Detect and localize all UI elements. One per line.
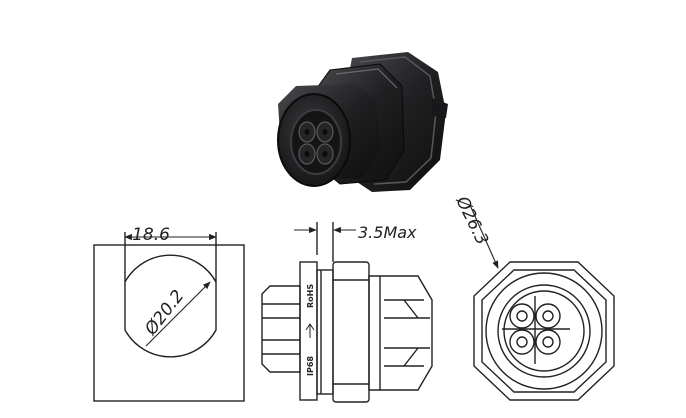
rear-view [469, 204, 615, 401]
ip68-marking: IP68 [306, 356, 315, 376]
arrow-marking [305, 323, 315, 338]
connector-photo [277, 52, 448, 192]
rohs-marking: RoHS [306, 284, 315, 308]
bore-diameter-label: Ø20.2 [141, 286, 189, 339]
protrusion-dimension-label: 3.5Max [358, 223, 417, 242]
front-view [93, 232, 245, 402]
side-view [261, 222, 433, 403]
width-dimension-label: 18.6 [132, 225, 170, 245]
flange-diameter-label: Ø26.3 [451, 193, 492, 249]
